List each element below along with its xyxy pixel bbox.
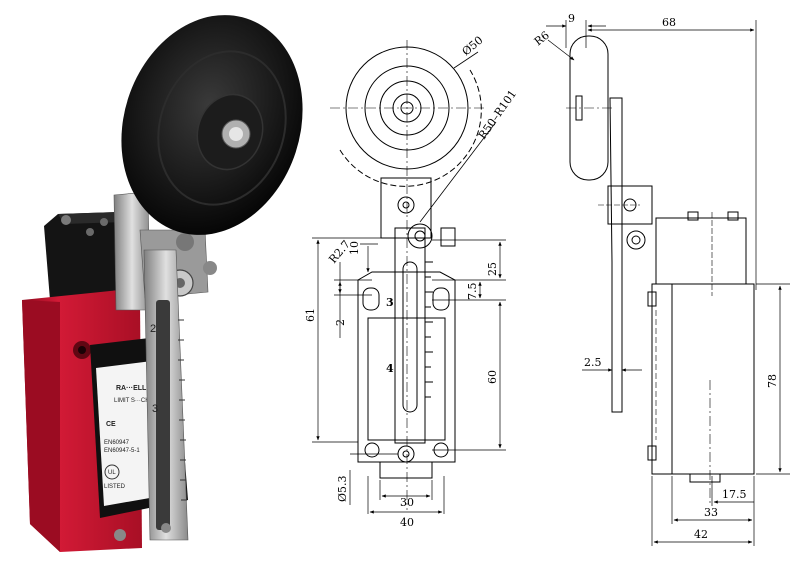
dim-42: 42	[694, 528, 708, 541]
dim-9: 9	[568, 12, 575, 25]
dim-40: 40	[400, 516, 414, 529]
dim-r6: R6	[532, 29, 552, 49]
ce-mark: CE	[106, 421, 116, 428]
dim-diameter-50: Ø50	[460, 34, 486, 59]
side-view-drawing	[546, 20, 790, 546]
dim-78: 78	[766, 374, 779, 388]
listed-text: LISTED	[104, 484, 126, 490]
switch-head	[44, 212, 124, 300]
dim-2-5: 2.5	[584, 356, 602, 369]
product-photo: RA···ELL LIMIT S···CH CE EN60947 EN60947…	[22, 15, 303, 552]
lever-scale-digit-2: 2	[150, 323, 156, 335]
dim-radius-range: R50–R101	[476, 88, 519, 142]
ul-mark: UL	[108, 470, 116, 476]
side-view-labels: 9 68 R6 2.5 78 17.5 33 42	[532, 12, 779, 541]
dim-10: 10	[348, 241, 361, 255]
dim-60: 60	[486, 370, 499, 384]
scale-mark-4: 4	[386, 362, 394, 375]
scale-mark-3: 3	[386, 296, 394, 309]
dim-61: 61	[304, 308, 317, 322]
lever-arm: 2 3	[113, 191, 217, 541]
dim-hole-5-3: Ø5.3	[336, 475, 349, 502]
product-label-text: LIMIT S···CH	[114, 398, 150, 404]
lever-scale-digit-3: 3	[152, 403, 158, 415]
dim-17-5: 17.5	[722, 488, 747, 501]
dim-2: 2	[334, 319, 347, 326]
brand-label: RA···ELL	[116, 385, 147, 392]
dim-30: 30	[400, 496, 414, 509]
dim-25: 25	[486, 262, 499, 276]
dim-33: 33	[704, 506, 718, 519]
standard-1: EN60947	[104, 440, 130, 446]
dim-7-5: 7.5	[466, 283, 479, 301]
roller-wheel	[121, 15, 303, 235]
front-view-drawing	[312, 40, 506, 514]
standard-2: EN60947-5-1	[104, 448, 140, 454]
dim-68: 68	[662, 16, 676, 29]
